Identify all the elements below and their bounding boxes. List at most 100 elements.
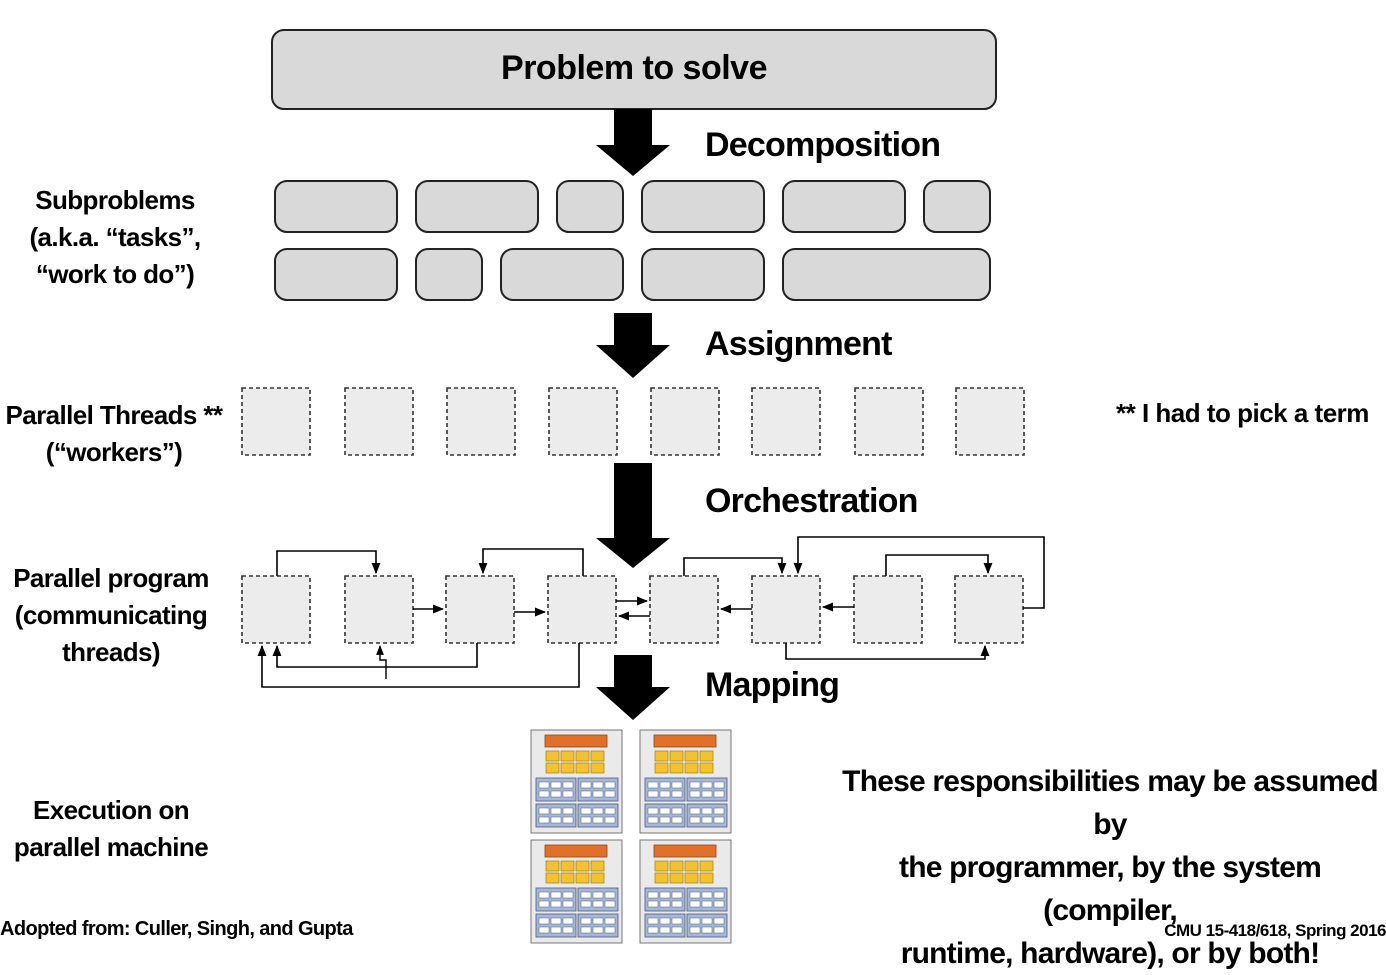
chip-exec-unit	[701, 917, 713, 925]
comm-arrow	[376, 645, 387, 679]
comm-arrow	[885, 554, 993, 576]
chip-exec-block	[644, 913, 686, 938]
chip-core	[560, 762, 575, 774]
chip-exec-unit	[659, 926, 671, 934]
chip-exec-unit	[671, 816, 683, 824]
processor-chip	[639, 839, 732, 944]
chip-core	[684, 860, 699, 872]
chip-exec-unit	[671, 917, 683, 925]
chip-exec-unit	[562, 900, 574, 908]
chip-exec-unit	[604, 917, 616, 925]
subproblem-box	[782, 248, 991, 301]
comm-arrow	[683, 557, 787, 576]
chip-exec-unit	[671, 926, 683, 934]
comm-arrow	[257, 643, 580, 688]
chip-exec-unit	[659, 790, 671, 798]
chip-exec-block	[686, 777, 728, 802]
subproblem-box	[556, 180, 624, 233]
comm-arrow	[785, 643, 990, 660]
thread-box	[446, 387, 516, 456]
chip-exec-unit	[713, 790, 725, 798]
chip-exec-unit	[689, 816, 701, 824]
chip-exec-unit	[701, 891, 713, 899]
chip-exec-unit	[689, 926, 701, 934]
program-thread-box	[649, 575, 719, 644]
thread-box	[854, 387, 924, 456]
chip-core	[684, 872, 699, 884]
chip-exec-unit	[671, 891, 683, 899]
chip-exec-unit	[701, 926, 713, 934]
chip-core	[654, 872, 669, 884]
chip-exec-unit	[647, 816, 659, 824]
program-thread-box	[751, 575, 821, 644]
chip-exec-unit	[671, 900, 683, 908]
chip-exec-unit	[713, 926, 725, 934]
chip-exec-unit	[689, 917, 701, 925]
chip-exec-block	[686, 913, 728, 938]
orchestration-arrow	[596, 463, 670, 568]
chip-exec-unit	[689, 891, 701, 899]
chip-exec-unit	[713, 891, 725, 899]
chip-exec-unit	[604, 926, 616, 934]
chip-exec-unit	[580, 807, 592, 815]
subproblem-box	[415, 248, 483, 301]
chip-core	[684, 750, 699, 762]
chip-exec-unit	[701, 781, 713, 789]
chip-exec-unit	[580, 926, 592, 934]
subproblem-box	[415, 180, 539, 233]
subproblem-box	[274, 180, 398, 233]
chip-exec-unit	[713, 816, 725, 824]
chip-exec-block	[535, 887, 577, 912]
chip-exec-unit	[538, 917, 550, 925]
chip-exec-unit	[604, 816, 616, 824]
chip-core	[575, 860, 590, 872]
subproblem-box	[782, 180, 906, 233]
chip-exec-block	[535, 803, 577, 828]
chip-core	[699, 750, 714, 762]
chip-exec-unit	[562, 891, 574, 899]
chip-core	[590, 762, 605, 774]
stage-mapping: Mapping	[705, 666, 840, 704]
chip-exec-unit	[689, 807, 701, 815]
program-thread-box	[954, 575, 1024, 644]
chip-exec-unit	[659, 807, 671, 815]
chip-exec-block	[577, 913, 619, 938]
chip-exec-unit	[592, 807, 604, 815]
chip-core	[699, 860, 714, 872]
chip-exec-unit	[538, 790, 550, 798]
chip-exec-unit	[671, 807, 683, 815]
chip-exec-unit	[550, 926, 562, 934]
subproblem-boxes	[274, 180, 991, 301]
communication-arrows	[257, 536, 1045, 688]
chip-exec-unit	[671, 781, 683, 789]
chip-exec-unit	[580, 900, 592, 908]
chip-cache-bar	[653, 734, 717, 748]
chip-exec-unit	[538, 900, 550, 908]
mapping-arrow	[596, 655, 670, 720]
thread-box	[955, 387, 1025, 456]
chip-exec-unit	[562, 816, 574, 824]
chip-exec-unit	[592, 816, 604, 824]
chip-core	[669, 860, 684, 872]
chip-cache-bar	[544, 844, 608, 858]
chip-cache-bar	[544, 734, 608, 748]
program-thread-box	[853, 575, 923, 644]
chip-exec-unit	[592, 900, 604, 908]
chip-exec-unit	[580, 891, 592, 899]
chip-core	[684, 762, 699, 774]
chip-core	[560, 860, 575, 872]
chip-core	[590, 872, 605, 884]
responsibilities-note: These responsibilities may be assumed by…	[842, 765, 1378, 970]
subproblems-label: Subproblems (a.k.a. “tasks”, “work to do…	[29, 185, 201, 289]
chip-exec-unit	[604, 781, 616, 789]
chip-exec-unit	[604, 790, 616, 798]
chip-exec-unit	[713, 807, 725, 815]
chip-exec-unit	[647, 926, 659, 934]
subproblem-box	[500, 248, 624, 301]
chip-exec-unit	[689, 781, 701, 789]
chip-cache-bar	[653, 844, 717, 858]
chip-exec-unit	[592, 926, 604, 934]
chip-core	[654, 750, 669, 762]
chip-core	[545, 860, 560, 872]
chip-exec-block	[686, 803, 728, 828]
